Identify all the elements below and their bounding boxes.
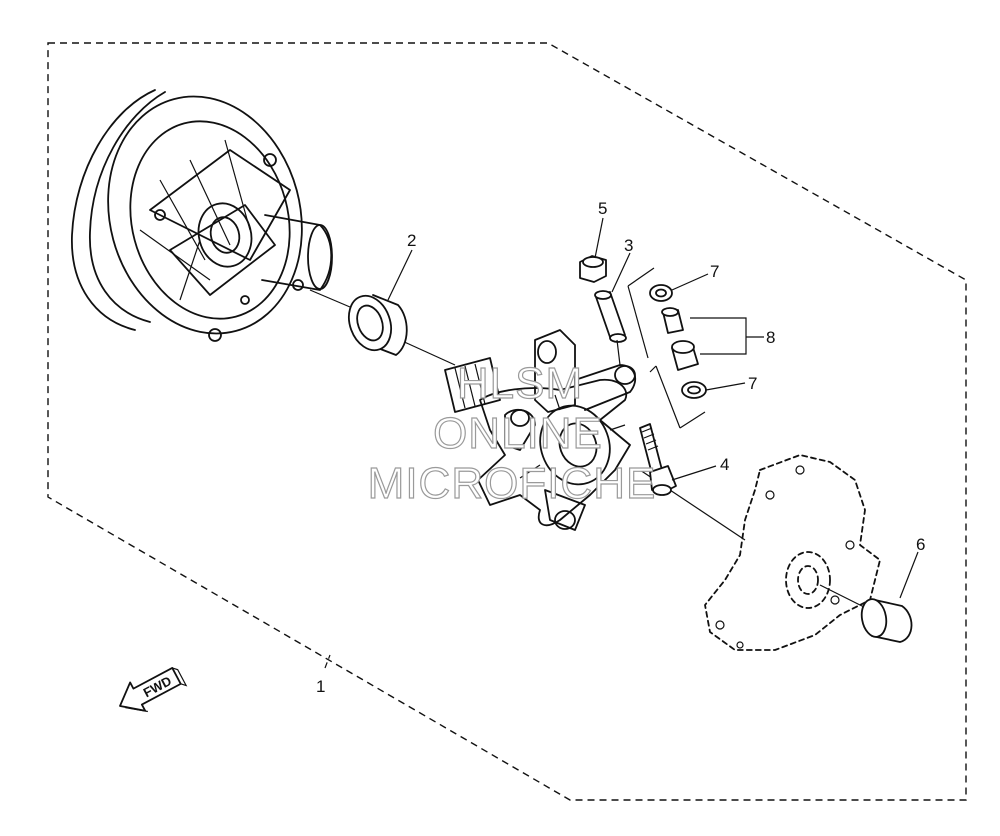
watermark-line-1: HLSM — [457, 359, 583, 408]
callout-8: 8 — [766, 328, 775, 347]
part-8-collar-small — [661, 307, 684, 334]
assembly-boundary — [47, 42, 967, 801]
part-3-pin — [594, 290, 627, 343]
callout-7-upper: 7 — [710, 262, 719, 281]
callout-5: 5 — [598, 199, 607, 218]
watermark: HLSM ONLINE MICROFICHE — [367, 358, 657, 508]
leader-line-1 — [324, 654, 331, 669]
part-5-nut — [579, 255, 607, 283]
roller-arm-assembly — [444, 329, 637, 531]
bracket-upper — [627, 267, 655, 359]
bracket-lower — [649, 365, 706, 429]
callout-7-lower: 7 — [748, 374, 757, 393]
part-4-bolt — [639, 423, 677, 496]
callout-2: 2 — [407, 231, 416, 250]
part-7-washer-upper — [649, 284, 673, 302]
callout-4: 4 — [720, 455, 729, 474]
bracket-8 — [690, 317, 747, 355]
part-6-bushing — [860, 598, 913, 643]
part-2-collar — [348, 294, 408, 356]
part-8-collar-large — [671, 340, 699, 371]
callout-6: 6 — [916, 535, 925, 554]
assembly-axis — [309, 289, 351, 308]
cover-plate — [704, 454, 881, 651]
part-7-washer-lower — [681, 381, 707, 399]
callout-1: 1 — [316, 677, 325, 696]
fwd-arrow-icon: FWD — [119, 667, 188, 713]
callout-3: 3 — [624, 236, 633, 255]
watermark-line-2: ONLINE — [433, 409, 603, 458]
watermark-line-3: MICROFICHE — [368, 459, 657, 508]
clutch-housing — [71, 89, 333, 342]
